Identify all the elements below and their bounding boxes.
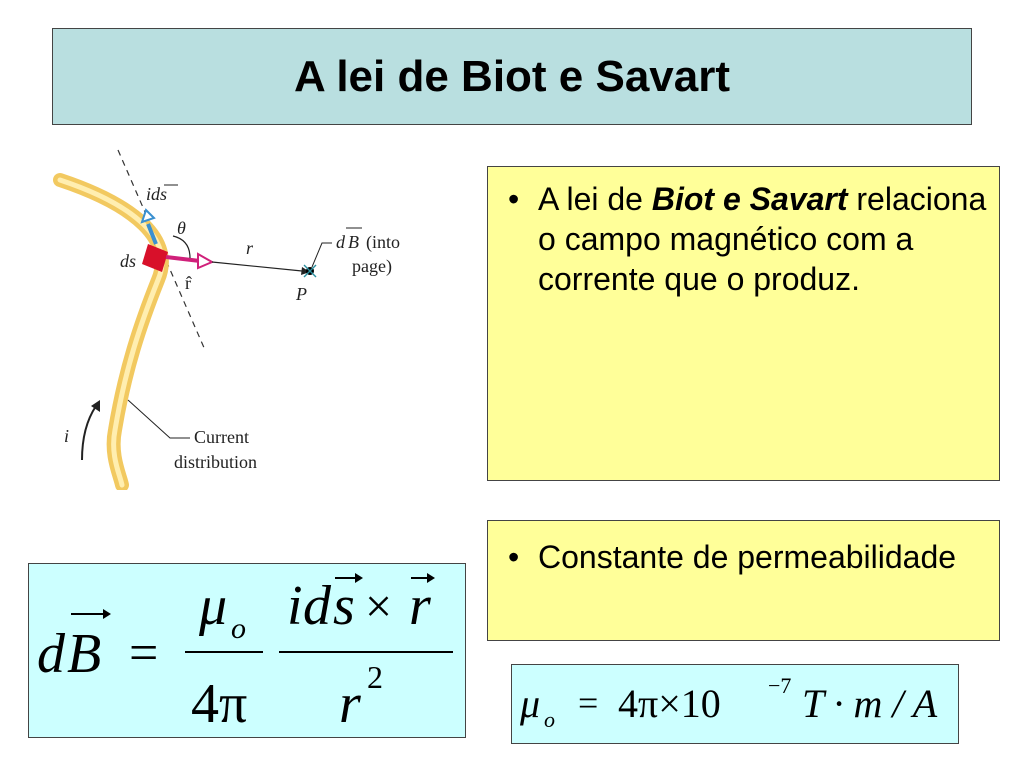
formula-lhs-d: d [37, 623, 66, 685]
const-exponent: −7 [768, 673, 791, 698]
formula-mu: μ [198, 575, 227, 637]
slide-title: A lei de Biot e Savart [293, 51, 731, 101]
label-db-b: B [348, 232, 359, 252]
label-theta: θ [177, 218, 186, 238]
bullet-emphasis: Biot e Savart [651, 181, 848, 217]
biot-savart-formula: d B μ o i d s r r = 4π × 2 [37, 573, 453, 735]
rhat-arrowhead [197, 252, 215, 270]
const-mu: μ [519, 681, 540, 726]
formula-s-vector-arrowhead [355, 573, 363, 583]
bullet-marker: • [508, 539, 520, 575]
const-value: 4π×10 [618, 681, 721, 726]
formula-mu-sub: o [231, 612, 246, 645]
formula-lhs-b: B [67, 623, 101, 685]
const-units: T · m / A [802, 681, 938, 726]
bullet-text-after: relaciona o campo magnético com a corren… [538, 181, 987, 297]
ids-arrow [146, 223, 158, 245]
label-rhat: r̂ [185, 273, 192, 293]
bullet-item-description: • A lei de Biot e Savart relaciona o cam… [488, 179, 999, 299]
ids-arrowhead [140, 208, 156, 224]
permeability-constant-box: μ o = 4π×10 −7 T · m / A [511, 664, 959, 744]
formula-numerator-i: i [287, 575, 303, 637]
rhat-arrow [165, 255, 201, 263]
label-r: r [246, 238, 254, 258]
i-arrow [81, 405, 97, 461]
permeability-constant-formula: μ o = 4π×10 −7 T · m / A [519, 673, 938, 732]
current-leader [127, 399, 190, 439]
description-box: • A lei de Biot e Savart relaciona o cam… [487, 166, 1000, 481]
formula-lhs-vector-arrowhead [103, 609, 111, 619]
formula-r-vector-arrowhead [427, 573, 435, 583]
const-mu-sub: o [544, 707, 555, 732]
label-p: P [295, 284, 307, 304]
r-arrowhead [301, 267, 310, 275]
bullet-item-permeability: • Constante de permeabilidade [488, 537, 999, 577]
label-into-page-1: (into [366, 232, 400, 253]
biot-savart-formula-box: d B μ o i d s r r = 4π × 2 [28, 563, 466, 738]
permeability-box: • Constante de permeabilidade [487, 520, 1000, 641]
bullet-text: Constante de permeabilidade [538, 539, 957, 575]
formula-denominator-r: r [339, 673, 361, 735]
biot-savart-diagram: ids θ ds r r̂ d B P i (into page) Curren… [53, 149, 400, 490]
label-into-page-2: page) [352, 256, 392, 277]
label-ds: ds [120, 251, 136, 271]
dashed-reference-line [117, 149, 206, 351]
label-current-2: distribution [174, 452, 257, 472]
const-equals: = [578, 683, 598, 723]
label-i: i [64, 426, 69, 446]
formula-four-pi: 4π [191, 673, 247, 735]
label-ids: ids [146, 184, 167, 204]
formula-times: × [365, 580, 392, 633]
bullet-text-before: A lei de [538, 181, 652, 217]
bullet-marker: • [508, 181, 520, 217]
i-arrowhead [91, 400, 100, 412]
formula-equals: = [129, 625, 158, 682]
db-leader [311, 242, 332, 268]
formula-denominator-exp: 2 [367, 659, 383, 695]
label-current-1: Current [194, 427, 249, 447]
r-vector-line [211, 261, 303, 272]
formula-numerator-r: r [409, 575, 431, 637]
formula-numerator-s: s [333, 575, 355, 637]
ds-segment [142, 244, 168, 272]
title-banner: A lei de Biot e Savart [52, 28, 972, 125]
current-wire-highlight [57, 177, 165, 488]
theta-arc [172, 235, 191, 259]
formula-numerator-d: d [303, 575, 332, 637]
point-p-cross-2 [303, 264, 317, 278]
label-db-d: d [336, 232, 346, 252]
